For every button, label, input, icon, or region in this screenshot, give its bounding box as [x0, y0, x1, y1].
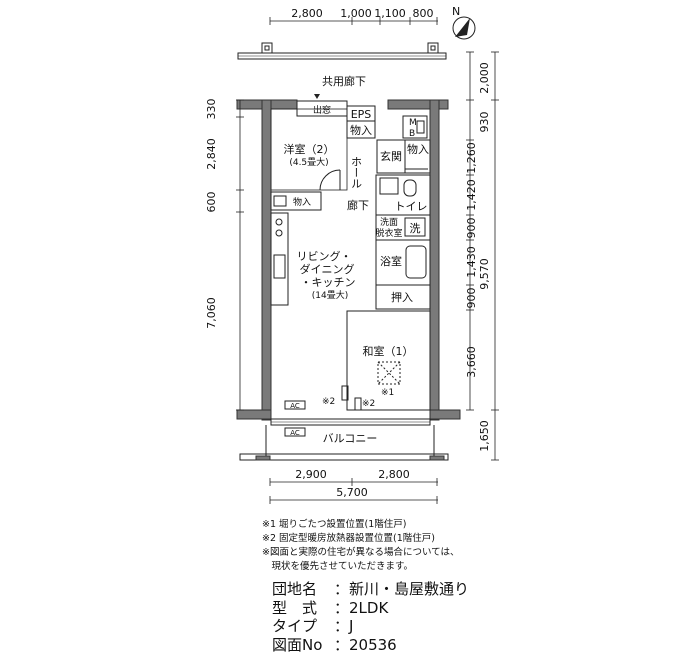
dim-right-4: 1,420 — [465, 179, 478, 211]
toilet-label: トイレ — [395, 200, 428, 213]
info-label: タイプ — [272, 617, 334, 636]
dim-right-9: 3,660 — [465, 346, 478, 378]
mark-1: ※1 — [381, 388, 394, 398]
ldk-label-1: リビング・ — [297, 249, 352, 263]
dim-top-2: 1,000 — [340, 7, 372, 20]
entrance-label: 玄関 — [380, 149, 402, 163]
dim-bottom-total: 5,700 — [336, 486, 368, 499]
dim-right-2: 930 — [478, 112, 491, 133]
info-value: ：新川・島屋敷通り — [334, 580, 469, 598]
info-value: ：J — [334, 617, 353, 635]
dim-right-7: 9,570 — [478, 258, 491, 290]
closet-entrance-label: 物入 — [407, 142, 429, 156]
compass-label: N — [452, 5, 460, 18]
dim-bottom-1: 2,900 — [295, 468, 327, 481]
exterior-railing-top — [238, 43, 446, 59]
ac-label-2: AC — [290, 429, 300, 437]
ldk-label-2: ダイニング — [300, 262, 355, 276]
north-arrow-icon: N — [452, 5, 475, 39]
note-4: 現状を優先させていただきます。 — [262, 560, 460, 574]
dim-right-3: 1,260 — [465, 142, 478, 174]
dim-right-8: 900 — [465, 288, 478, 309]
mark-2a: ※2 — [322, 397, 335, 407]
oshiire-label: 押入 — [391, 290, 413, 304]
ac-label-1: AC — [290, 402, 300, 410]
ldk-size: (14畳大) — [312, 289, 348, 301]
western-room-size: (4.5畳大) — [289, 156, 328, 168]
balcony-label: バルコニー — [323, 432, 378, 445]
washroom-label-2: 脱衣室 — [375, 227, 402, 239]
info-row: 図面No：20536 — [272, 636, 469, 654]
info-value: ：20536 — [334, 636, 397, 654]
hall-label: ホール — [350, 156, 363, 189]
bath-label: 浴室 — [380, 254, 402, 268]
dim-right-6: 1,430 — [465, 246, 478, 278]
mb-label-m: M — [409, 118, 417, 128]
dim-right-1: 2,000 — [478, 62, 491, 94]
bay-window-label: 出窓 — [313, 104, 331, 116]
closet-western-label: 物入 — [293, 196, 311, 208]
note-1: ※1 堀りごたつ設置位置(1階住戸) — [262, 518, 460, 532]
info-row: 型 式：2LDK — [272, 599, 469, 618]
dim-left-2: 2,840 — [205, 138, 218, 170]
info-label: 図面No — [272, 636, 334, 654]
inner-corridor-label: 廊下 — [347, 198, 369, 212]
property-info: 団地名：新川・島屋敷通り 型 式：2LDK タイプ：J 図面No：20536 — [272, 580, 469, 654]
closet-top-label: 物入 — [350, 123, 372, 137]
notes: ※1 堀りごたつ設置位置(1階住戸) ※2 固定型暖房放熱器設置位置(1階住戸)… — [262, 518, 460, 574]
eps-label: EPS — [351, 108, 372, 121]
note-3: ※図面と実際の住宅が異なる場合については、 — [262, 546, 460, 560]
dim-right-10: 1,650 — [478, 420, 491, 452]
info-label: 団地名 — [272, 580, 334, 599]
western-room-name: 洋室（2） — [284, 142, 335, 156]
info-row: タイプ：J — [272, 617, 469, 636]
kitchen-counter — [271, 213, 288, 305]
washroom-label-1: 洗面 — [380, 216, 398, 228]
washer-label: 洗 — [410, 222, 421, 235]
dim-top-4: 800 — [413, 7, 434, 20]
kotatsu-icon — [378, 362, 400, 384]
dim-left-1: 330 — [205, 99, 218, 120]
dim-left-4: 7,060 — [205, 297, 218, 329]
dim-left-3: 600 — [205, 192, 218, 213]
info-row: 団地名：新川・島屋敷通り — [272, 580, 469, 599]
dim-top-1: 2,800 — [291, 7, 323, 20]
note-2: ※2 固定型暖房放熱器設置位置(1階住戸) — [262, 532, 460, 546]
info-value: ：2LDK — [334, 599, 388, 617]
info-label: 型 式 — [272, 599, 334, 618]
ldk-label-3: ・キッチン — [301, 276, 356, 289]
dim-top-3: 1,100 — [374, 7, 406, 20]
dim-bottom-2: 2,800 — [378, 468, 410, 481]
japanese-room-label: 和室（1） — [363, 344, 414, 358]
shared-corridor-label: 共用廊下 — [322, 74, 366, 88]
mb-label-b: B — [409, 129, 415, 139]
mark-2b: ※2 — [362, 399, 375, 409]
dim-right-5: 900 — [465, 218, 478, 239]
